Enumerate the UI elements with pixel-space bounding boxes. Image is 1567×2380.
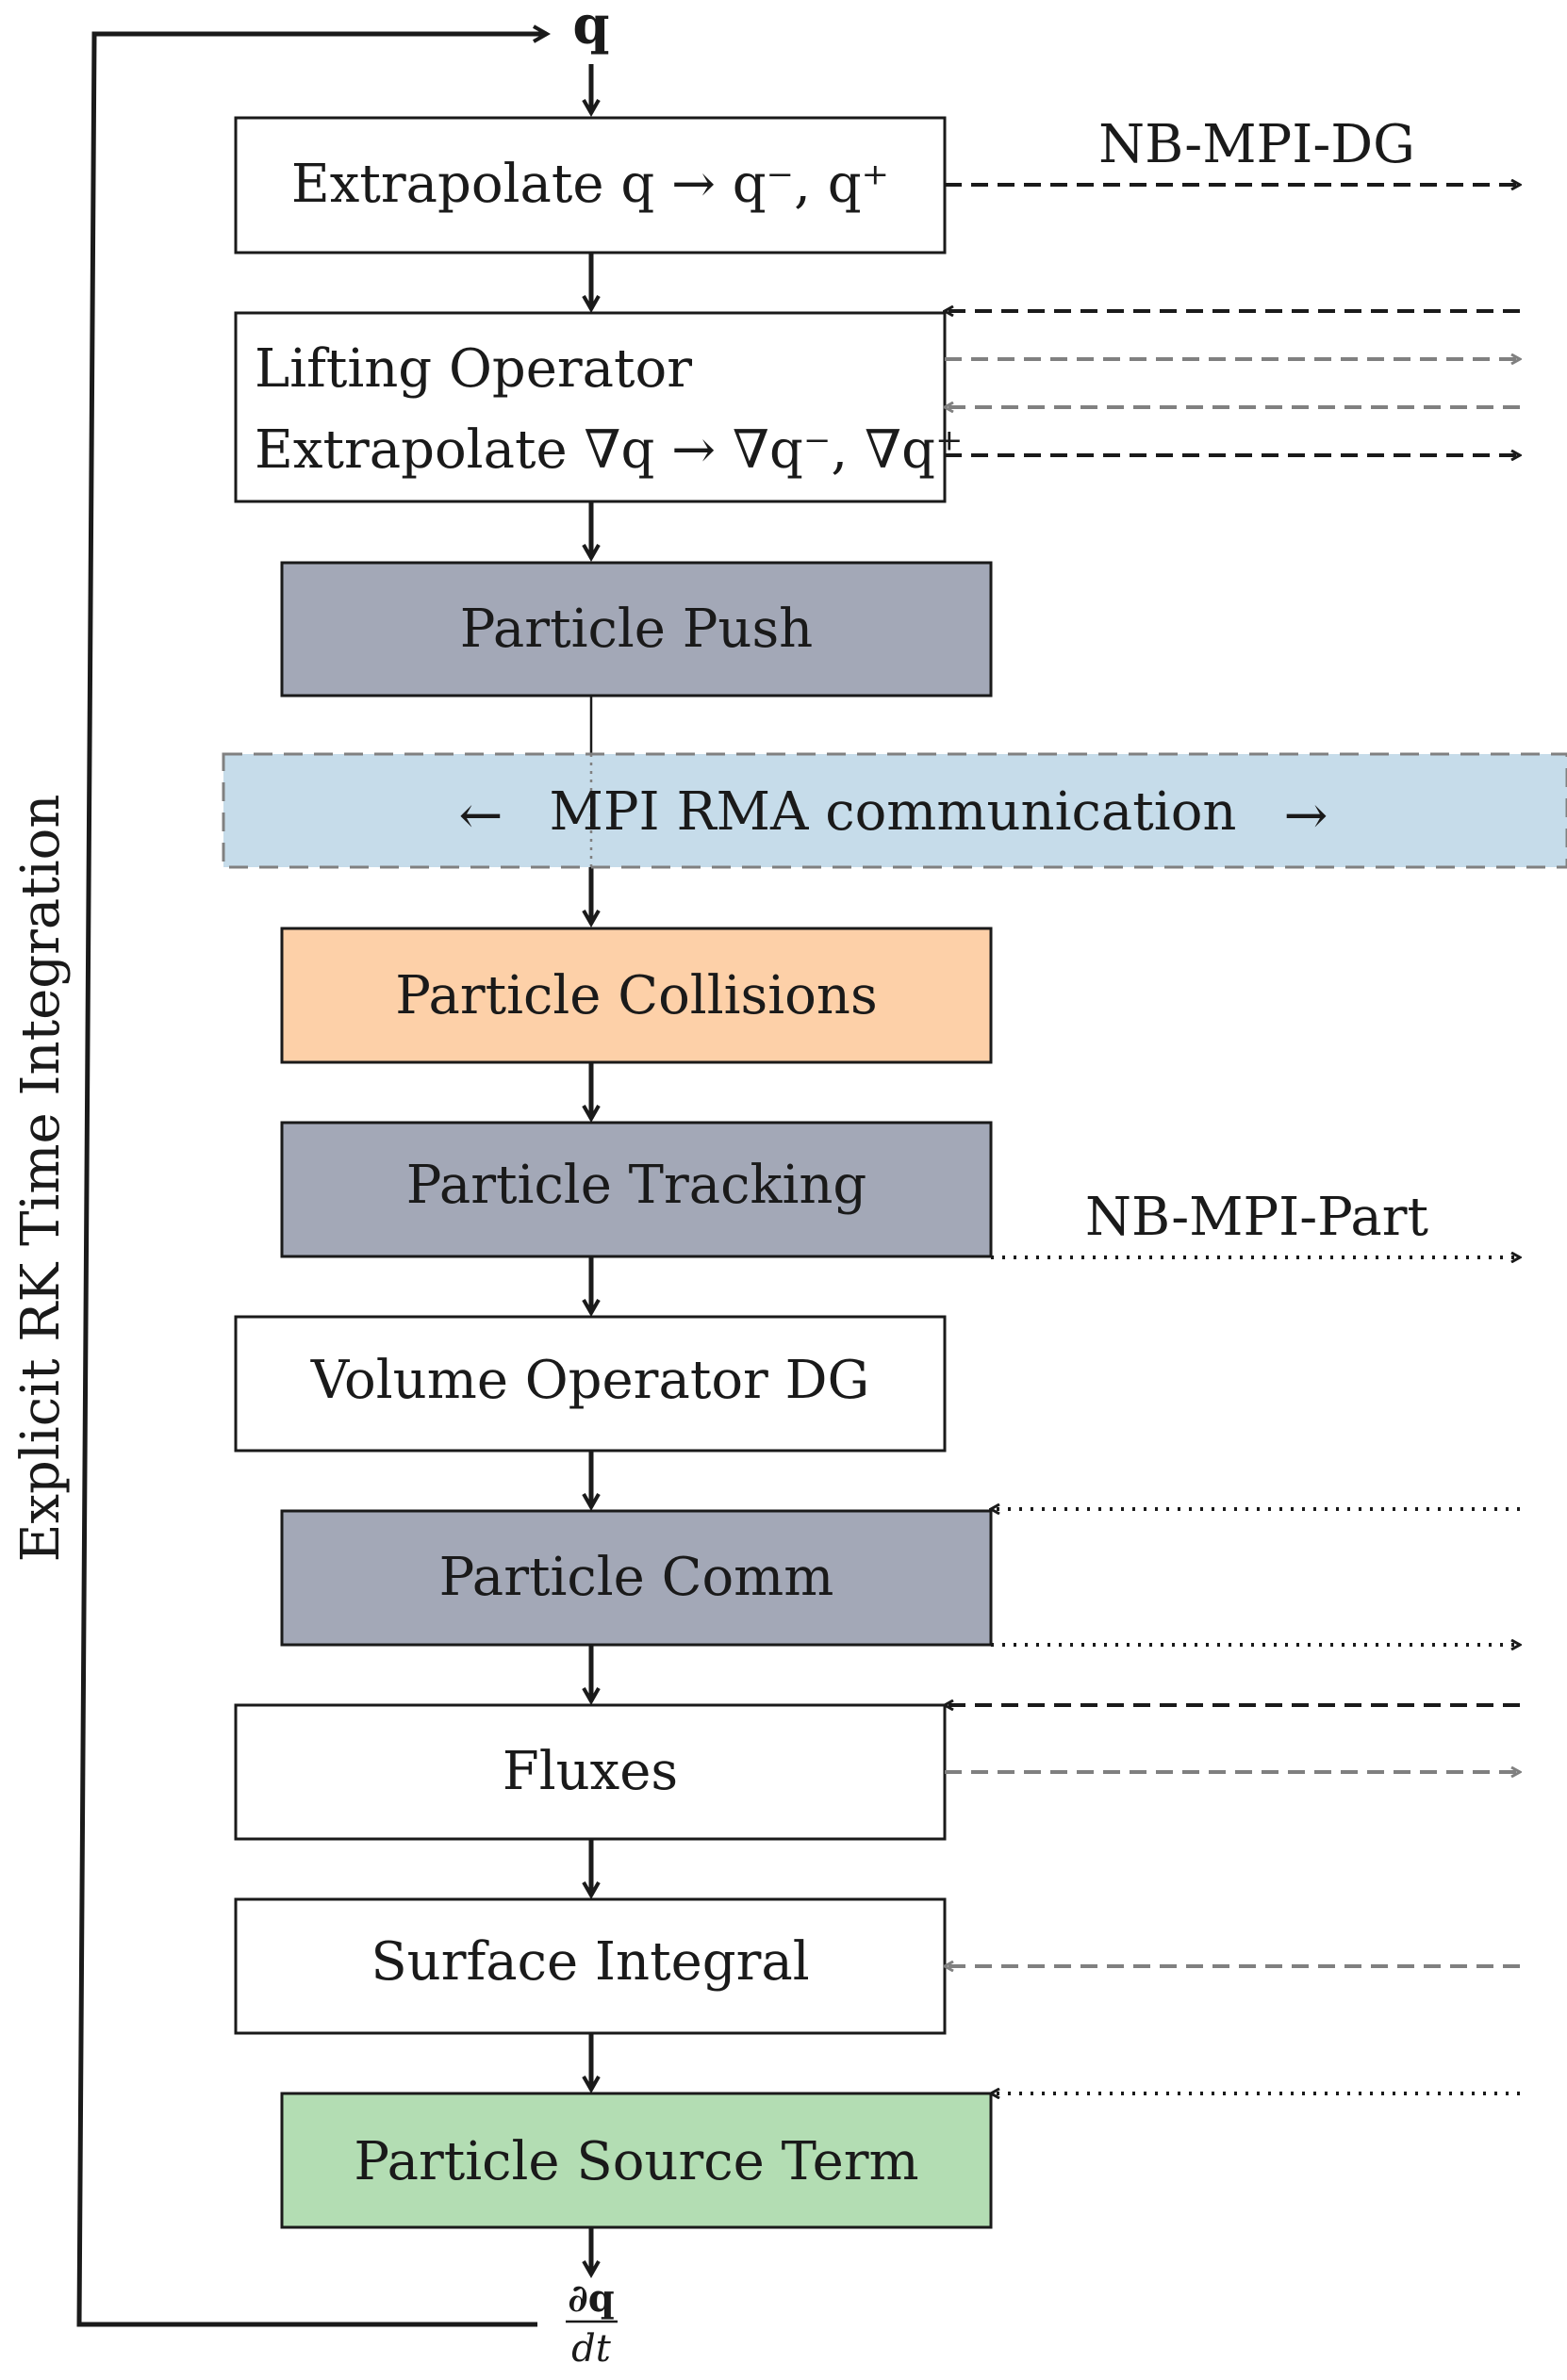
step-lifting-operator: Lifting Operator Extrapolate ∇q → ∇q⁻, ∇…	[234, 311, 964, 503]
step-label: Extrapolate q → q⁻, q⁺	[291, 154, 889, 215]
step-label: Particle Collisions	[395, 965, 877, 1026]
mpi-rma-band: ← MPI RMA communication →	[222, 752, 1567, 869]
step-label: Volume Operator DG	[310, 1350, 870, 1411]
nb-mpi-dg-label: NB-MPI-DG	[1098, 114, 1415, 175]
step-label: Particle Comm	[439, 1547, 834, 1608]
output-numerator: ∂q	[568, 2276, 614, 2321]
step-particle-tracking: Particle Tracking	[280, 1121, 993, 1258]
nb-mpi-part-label: NB-MPI-Part	[1085, 1187, 1428, 1248]
output-denominator: dt	[571, 2327, 612, 2371]
loop-label: Explicit RK Time Integration	[10, 795, 72, 1563]
step-label: Particle Source Term	[354, 2131, 918, 2192]
step-label: Particle Tracking	[406, 1155, 867, 1216]
dg-comm-arrows	[945, 185, 1520, 1966]
step-extrapolate: Extrapolate q → q⁻, q⁺	[234, 116, 947, 254]
step-particle-push: Particle Push	[280, 561, 993, 698]
step-label: Lifting Operator	[255, 338, 692, 400]
step-label: Fluxes	[503, 1741, 678, 1802]
step-label: Particle Push	[460, 599, 814, 660]
step-volume-operator: Volume Operator DG	[234, 1315, 947, 1453]
step-fluxes: Fluxes	[234, 1703, 947, 1841]
rma-right-arrow: →	[1284, 785, 1328, 846]
input-label: q	[572, 0, 609, 57]
step-particle-comm: Particle Comm	[280, 1509, 993, 1647]
rma-left-arrow: ←	[459, 785, 503, 846]
rk-loop	[76, 34, 547, 2327]
step-particle-source-term: Particle Source Term	[280, 2092, 993, 2229]
step-label: Surface Integral	[371, 1931, 809, 1993]
step-particle-collisions: Particle Collisions	[280, 927, 993, 1064]
step-surface-integral: Surface Integral	[234, 1897, 947, 2035]
rma-text: MPI RMA communication	[550, 781, 1237, 843]
step-label: Extrapolate ∇q → ∇q⁻, ∇q⁺	[255, 419, 964, 481]
output-label: ∂q dt	[566, 2276, 618, 2371]
